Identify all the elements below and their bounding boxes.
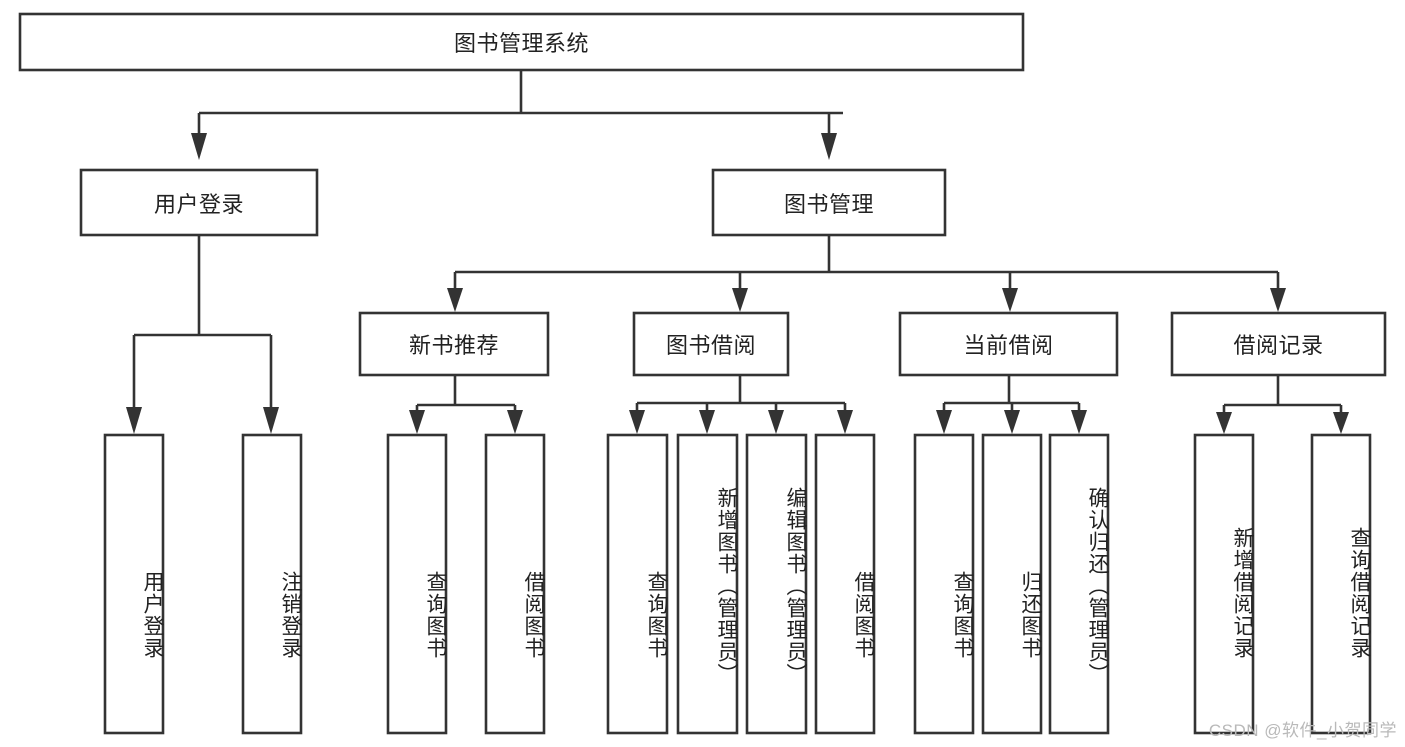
- watermark-text: CSDN @软件_小贺同学: [1208, 721, 1397, 740]
- node-user-login[interactable]: [79, 168, 319, 237]
- leaf-node[interactable]: [103, 433, 165, 735]
- leaf-node[interactable]: [606, 433, 669, 735]
- node-new-book-recommend[interactable]: [358, 311, 550, 377]
- connector-records-to-leaves: [1216, 375, 1349, 434]
- connector-borrow-to-leaves: [629, 375, 853, 434]
- leaf-node[interactable]: [676, 433, 739, 735]
- connector-bookmgmt-to-level2: [447, 235, 1286, 312]
- node-book-borrow[interactable]: [632, 311, 790, 377]
- leaf-node[interactable]: [913, 433, 975, 735]
- connector-newbook-to-leaves: [409, 375, 523, 434]
- node-borrow-records[interactable]: [1170, 311, 1387, 377]
- node-book-management[interactable]: [711, 168, 947, 237]
- leaf-node[interactable]: [745, 433, 808, 735]
- leaf-node[interactable]: [484, 433, 546, 735]
- connector-userlogin-to-leaves: [126, 235, 279, 434]
- leaf-node[interactable]: [241, 433, 303, 735]
- node-current-borrow[interactable]: [898, 311, 1119, 377]
- connector-root-to-level1: [191, 70, 843, 160]
- leaf-node[interactable]: [1193, 433, 1255, 735]
- leaf-node[interactable]: [981, 433, 1043, 735]
- connector-current-to-leaves: [936, 375, 1087, 434]
- leaf-node[interactable]: [1048, 433, 1110, 735]
- leaf-node[interactable]: [1310, 433, 1372, 735]
- leaf-node[interactable]: [386, 433, 448, 735]
- node-root[interactable]: [18, 12, 1025, 72]
- leaf-node[interactable]: [814, 433, 876, 735]
